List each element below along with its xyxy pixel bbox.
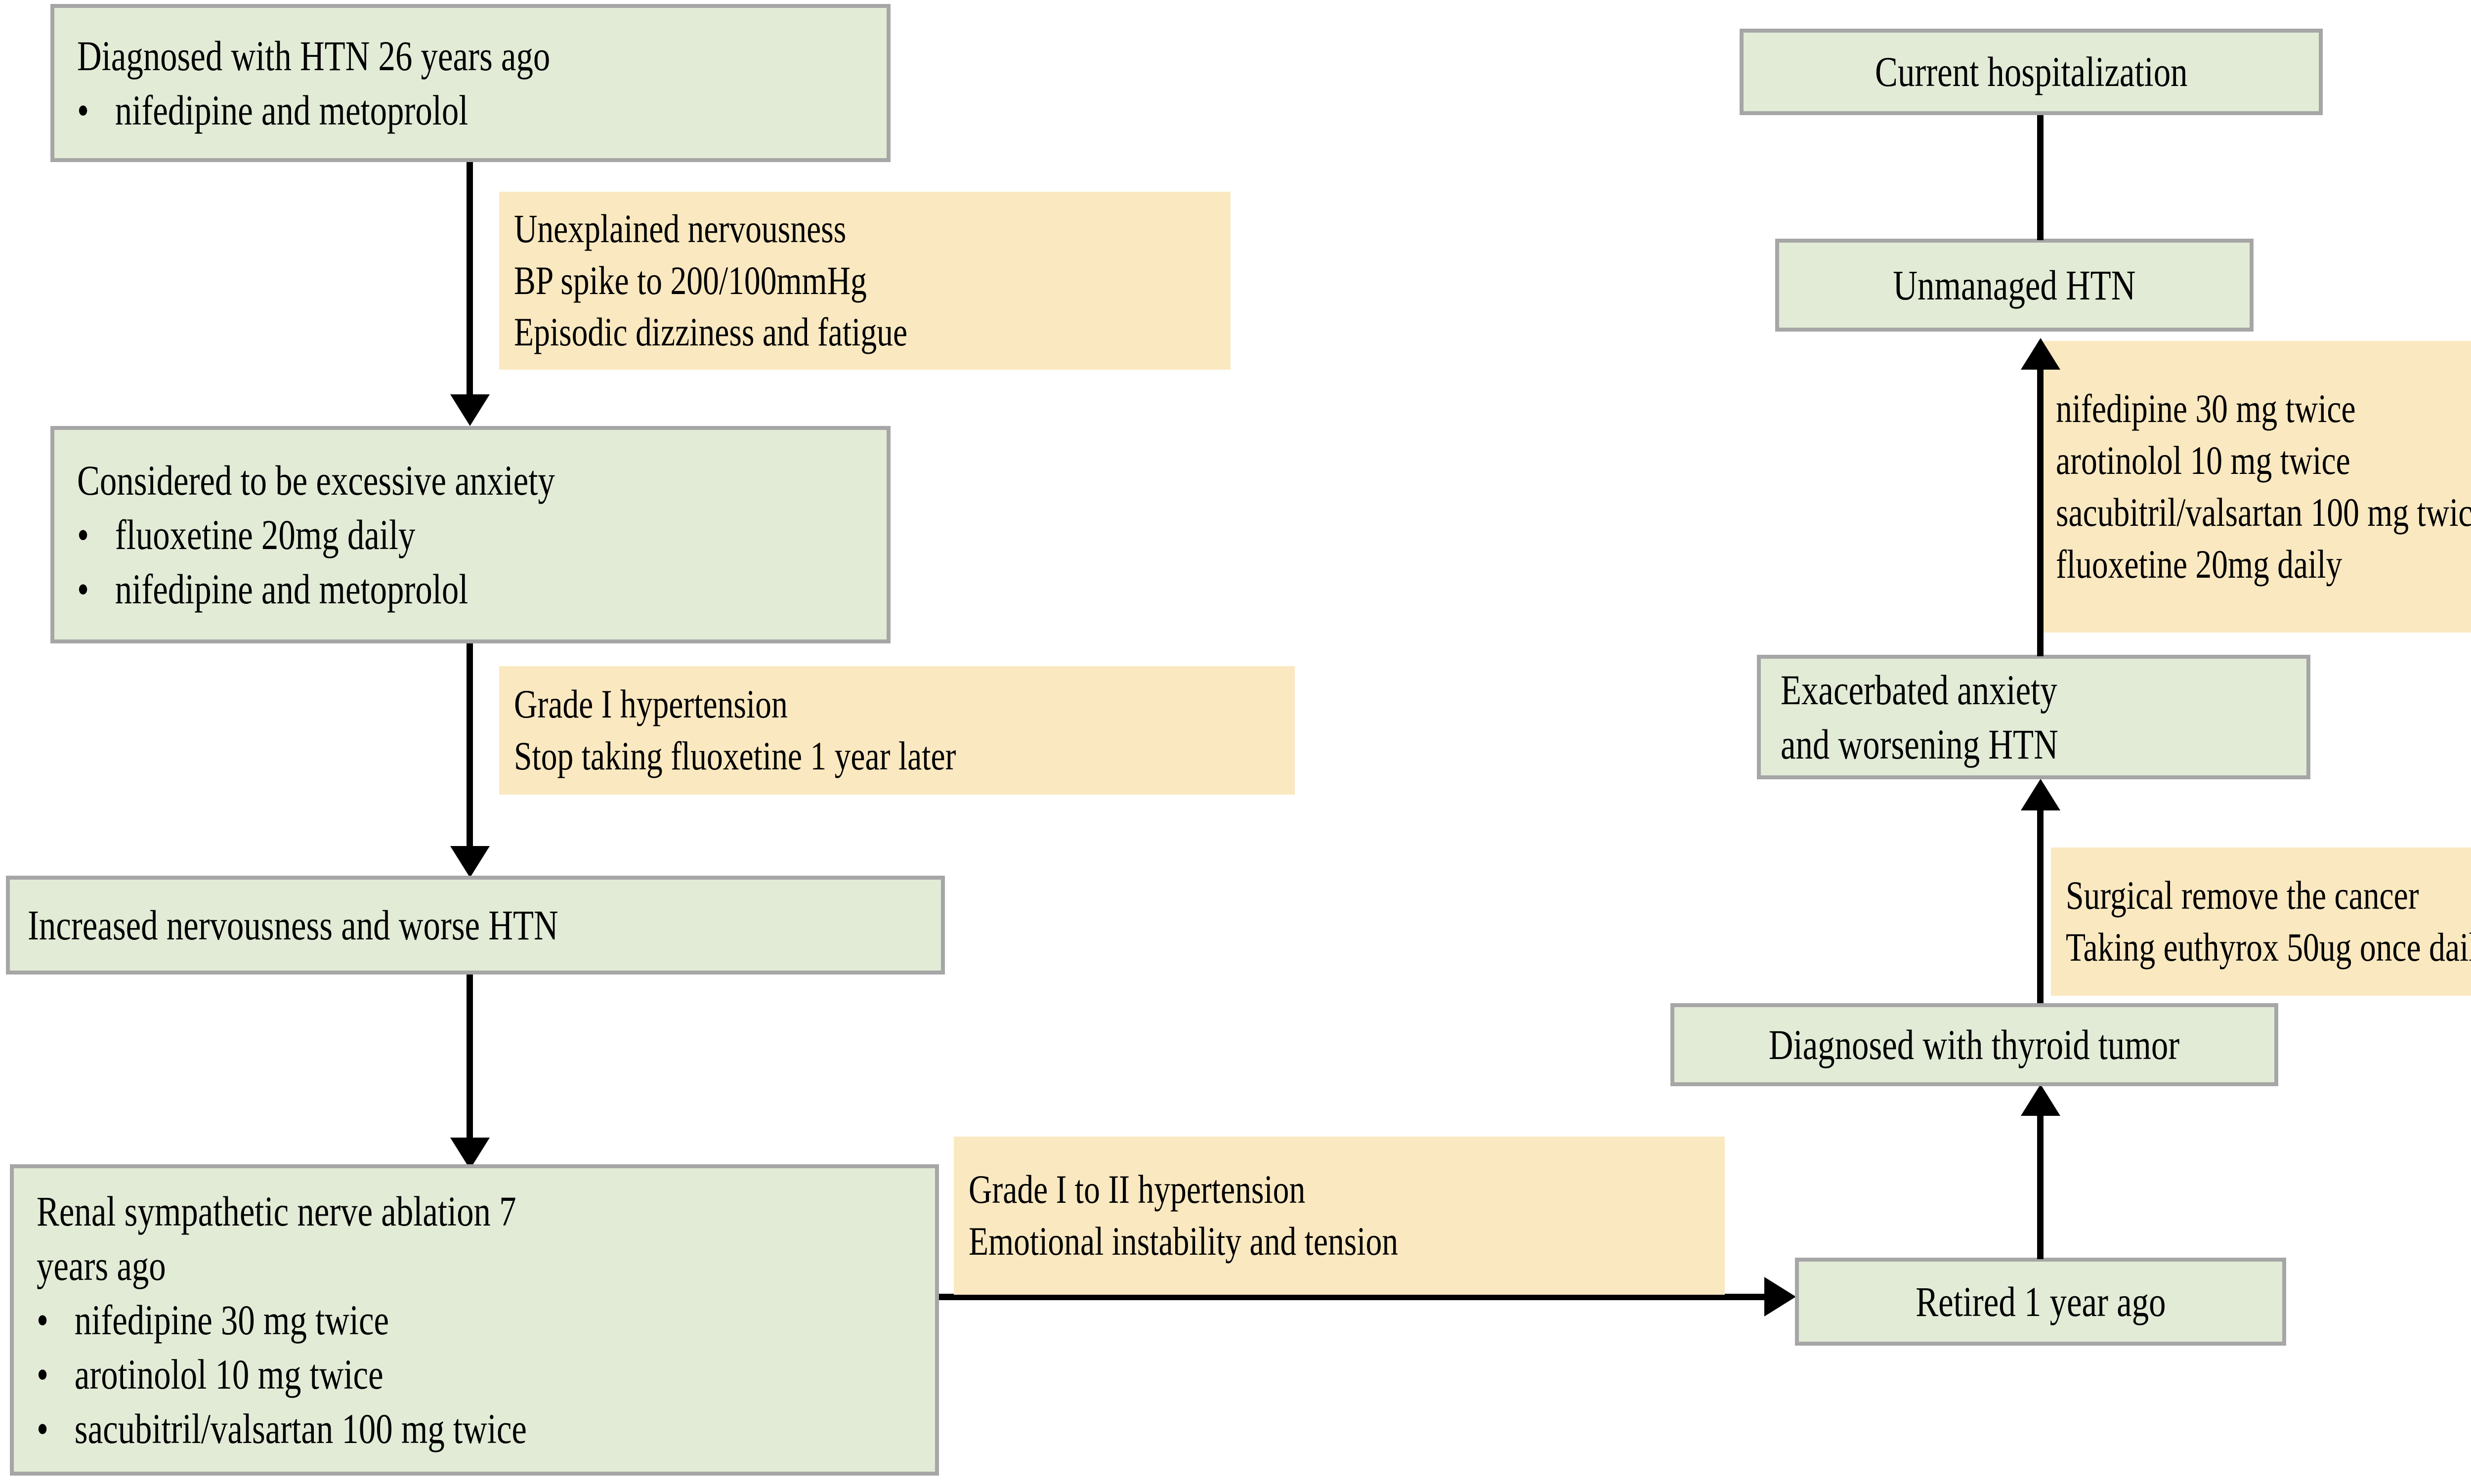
connector-line-e1-e2: [467, 162, 473, 394]
event-heading: Diagnosed with HTN 26 years ago: [77, 32, 551, 80]
event-box-increased-nervousness[interactable]: Increased nervousness and worse HTN: [6, 876, 945, 975]
event-heading: and worsening HTN: [1781, 721, 2058, 768]
connector-arrowhead-e7-e8: [2021, 338, 2060, 370]
connector-line-e7-e8: [2037, 370, 2044, 656]
connector-line-e2-e3: [467, 643, 473, 846]
bullet-icon: •: [77, 510, 89, 558]
event-heading: Exacerbated anxiety: [1781, 666, 2057, 714]
connector-line-e5-e6: [2037, 1116, 2044, 1259]
event-box-diagnosed-htn[interactable]: Diagnosed with HTN 26 years ago • nifedip…: [50, 4, 891, 162]
event-heading: Considered to be excessive anxiety: [77, 456, 555, 504]
note-box-grade-i-to-ii-hypertension: Grade I to II hypertension Emotional ins…: [954, 1137, 1725, 1295]
note-line: Stop taking fluoxetine 1 year later: [514, 733, 956, 778]
event-box-unmanaged-htn[interactable]: Unmanaged HTN: [1775, 239, 2254, 332]
event-bullet: • fluoxetine 20mg daily: [77, 508, 864, 562]
connector-arrowhead-e2-e3: [450, 846, 490, 878]
bullet-icon: •: [37, 1296, 49, 1344]
connector-line-e6-e7: [2037, 810, 2044, 1003]
bullet-icon: •: [37, 1351, 49, 1399]
event-bullet: • nifedipine and metoprolol: [77, 562, 864, 616]
event-bullet-label: fluoxetine 20mg daily: [115, 510, 416, 558]
event-bullet: • nifedipine and metoprolol: [77, 83, 864, 137]
note-line: nifedipine 30 mg twice: [2056, 386, 2356, 431]
event-box-current-hospitalization[interactable]: Current hospitalization: [1740, 29, 2323, 115]
note-line: Grade I to II hypertension: [969, 1167, 1306, 1212]
note-box-current-medications: nifedipine 30 mg twice arotinolol 10 mg …: [2041, 341, 2471, 633]
event-heading: Diagnosed with thyroid tumor: [1769, 1020, 2180, 1068]
event-bullet: • nifedipine 30 mg twice: [37, 1293, 912, 1347]
connector-arrowhead-e4-e5: [1764, 1277, 1796, 1316]
note-line: Surgical remove the cancer: [2066, 873, 2419, 918]
event-box-exacerbated-anxiety[interactable]: Exacerbated anxiety and worsening HTN: [1757, 655, 2310, 779]
note-box-unexplained-nervousness: Unexplained nervousness BP spike to 200/…: [499, 192, 1231, 370]
connector-arrowhead-e3-e4: [450, 1138, 490, 1169]
connector-arrowhead-e5-e6: [2021, 1084, 2060, 1116]
event-box-excessive-anxiety[interactable]: Considered to be excessive anxiety • fluo…: [50, 426, 891, 643]
event-box-renal-nerve-ablation[interactable]: Renal sympathetic nerve ablation 7 years…: [10, 1164, 939, 1476]
event-bullet-label: nifedipine and metoprolol: [115, 86, 469, 134]
connector-arrowhead-e6-e7: [2021, 779, 2060, 810]
event-bullet: • arotinolol 10 mg twice: [37, 1347, 912, 1401]
event-heading: Increased nervousness and worse HTN: [28, 901, 558, 949]
event-bullet-label: arotinolol 10 mg twice: [74, 1351, 383, 1399]
event-heading: Current hospitalization: [1875, 48, 2188, 96]
note-box-surgical-remove-cancer: Surgical remove the cancer Taking euthyr…: [2051, 848, 2471, 996]
connector-line-e4-e5: [939, 1294, 1769, 1300]
note-line: Episodic dizziness and fatigue: [514, 309, 908, 355]
event-bullet: • sacubitril/valsartan 100 mg twice: [37, 1401, 912, 1456]
bullet-icon: •: [37, 1405, 49, 1453]
note-line: sacubitril/valsartan 100 mg twice: [2056, 490, 2471, 535]
note-line: fluoxetine 20mg daily: [2056, 541, 2343, 587]
event-heading: Retired 1 year ago: [1915, 1277, 2166, 1325]
event-bullet-label: nifedipine 30 mg twice: [74, 1296, 389, 1344]
note-line: Grade I hypertension: [514, 681, 788, 727]
note-line: Taking euthyrox 50ug once daily: [2066, 925, 2471, 970]
bullet-icon: •: [77, 565, 89, 613]
note-line: Unexplained nervousness: [514, 206, 847, 251]
connector-line-e8-e9: [2037, 97, 2044, 240]
event-heading: years ago: [37, 1241, 166, 1289]
event-heading: Unmanaged HTN: [1893, 261, 2136, 309]
note-line: Emotional instability and tension: [969, 1219, 1399, 1264]
note-line: arotinolol 10 mg twice: [2056, 438, 2350, 483]
event-heading: Renal sympathetic nerve ablation 7: [37, 1187, 516, 1235]
connector-line-e3-e4: [467, 975, 473, 1138]
note-box-grade-i-hypertension: Grade I hypertension Stop taking fluoxet…: [499, 666, 1295, 795]
event-box-retired[interactable]: Retired 1 year ago: [1795, 1258, 2286, 1346]
connector-arrowhead-e1-e2: [450, 394, 490, 426]
note-line: BP spike to 200/100mmHg: [514, 257, 867, 303]
event-bullet-label: nifedipine and metoprolol: [115, 565, 469, 613]
event-box-thyroid-tumor[interactable]: Diagnosed with thyroid tumor: [1670, 1003, 2278, 1086]
event-bullet-label: sacubitril/valsartan 100 mg twice: [74, 1405, 527, 1453]
bullet-icon: •: [77, 86, 89, 134]
